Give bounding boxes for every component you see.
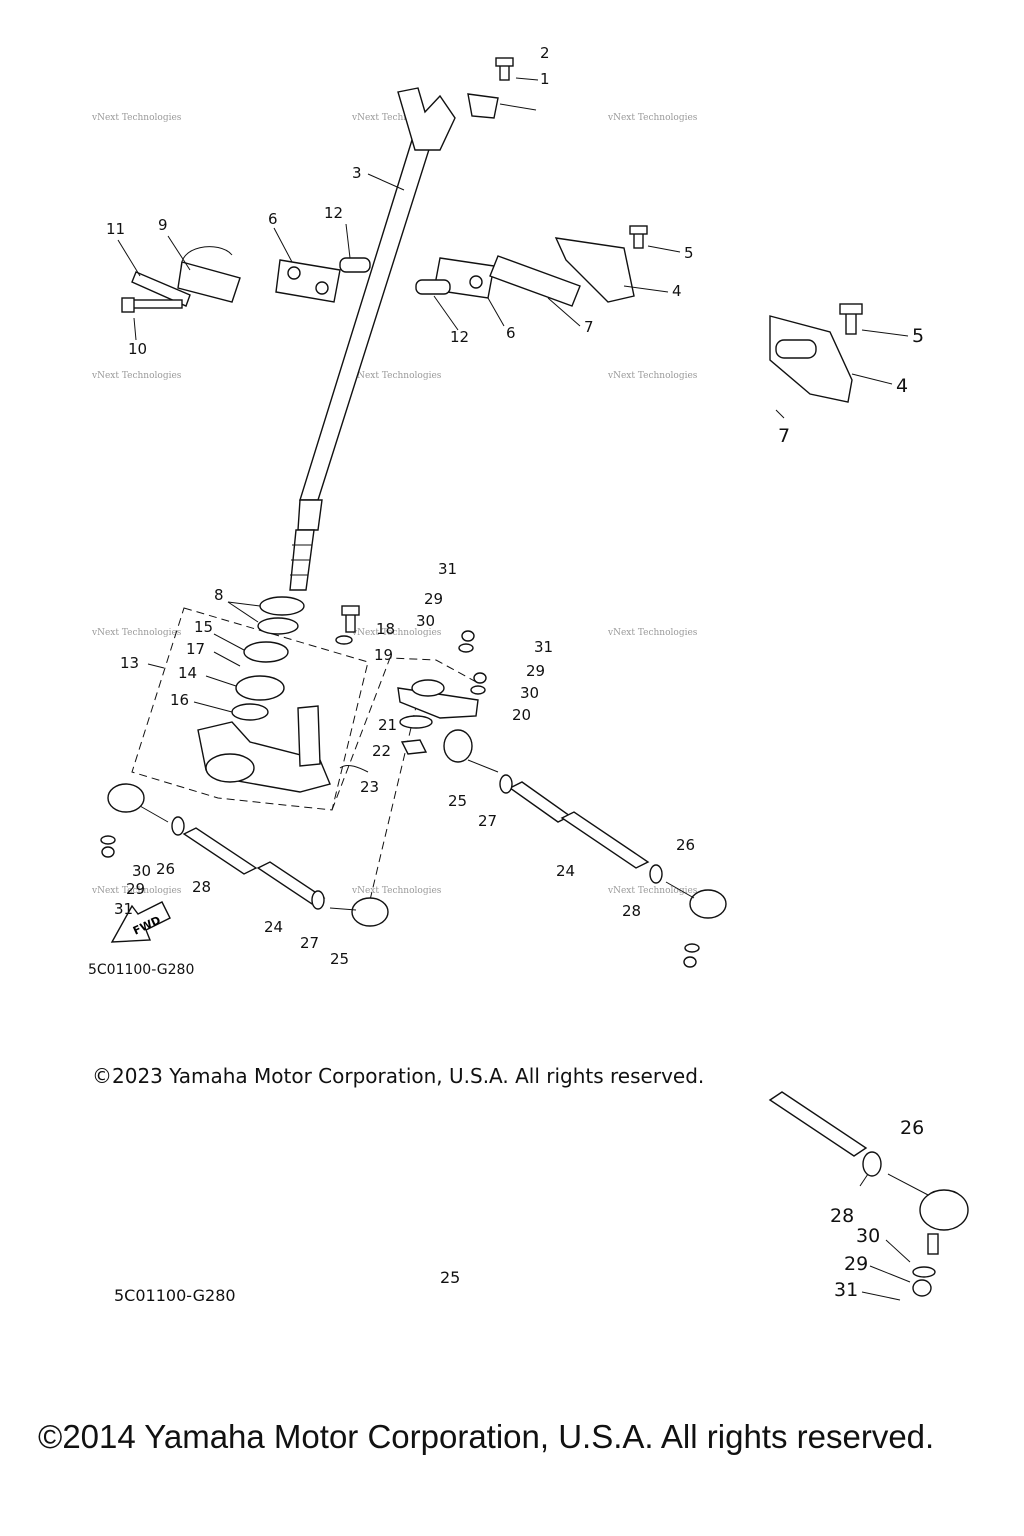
tie-rods (100, 630, 727, 968)
part-label: 2 (540, 44, 550, 62)
part-label: 7 (584, 318, 594, 336)
part-label: 15 (194, 618, 213, 636)
part-label: 4 (672, 282, 682, 300)
part-label: 11 (106, 220, 125, 238)
copyright-2014: ©2014 Yamaha Motor Corporation, U.S.A. A… (38, 1418, 935, 1455)
watermark: vNext Technologies (351, 113, 442, 123)
part-label: 5 (684, 244, 694, 262)
part-label: 6 (506, 324, 516, 342)
steering-shaft (289, 57, 514, 591)
part-label: 6 (268, 210, 278, 228)
part-label: 28 (622, 902, 641, 920)
watermark: vNext Technologies (607, 113, 698, 123)
inset-label: 29 (844, 1253, 868, 1275)
inset-labels: 5 4 7 26 28 30 29 31 (778, 325, 924, 1301)
part-label: 27 (300, 934, 319, 952)
part-label: 19 (374, 646, 393, 664)
part-label: 8 (214, 586, 224, 604)
watermark: vNext Technologies (351, 371, 442, 381)
part-label: 3 (352, 164, 362, 182)
part-label: 10 (128, 340, 147, 358)
inset-label: 30 (856, 1225, 880, 1247)
part-label: 27 (478, 812, 497, 830)
inset-label: 5 (912, 325, 924, 347)
part-label: 1 (540, 70, 550, 88)
part-label: 28 (192, 878, 211, 896)
left-upper-holder (121, 246, 371, 313)
inset-label: 31 (834, 1279, 858, 1301)
part-label: 13 (120, 654, 139, 672)
part-label: 31 (114, 900, 133, 918)
part-label: 12 (450, 328, 469, 346)
part-label: 23 (360, 778, 379, 796)
part-label: 9 (158, 216, 168, 234)
part-label: 25 (330, 950, 349, 968)
part-label: 20 (512, 706, 531, 724)
part-label: 25 (448, 792, 467, 810)
watermark: vNext Technologies (91, 113, 182, 123)
watermark: vNext Technologies (607, 886, 698, 896)
part-label: 14 (178, 664, 197, 682)
part-label: 16 (170, 691, 189, 709)
page-number-fragment: 25 (440, 1268, 461, 1287)
part-label: 30 (132, 862, 151, 880)
inset-label: 26 (900, 1117, 924, 1139)
inset-label: 4 (896, 375, 908, 397)
inset-top-bracket (769, 303, 863, 403)
part-label: 18 (376, 620, 395, 638)
watermark: vNext Technologies (91, 371, 182, 381)
part-labels: 1 2 3 4 5 6 6 7 8 9 10 11 12 12 13 14 15… (106, 44, 695, 968)
part-label: 30 (416, 612, 435, 630)
diagram-code: 5C01100-G280 (88, 962, 195, 978)
pitman-arm (335, 605, 479, 773)
part-label: 29 (126, 880, 145, 898)
part-label: 31 (534, 638, 553, 656)
watermark: vNext Technologies (607, 371, 698, 381)
part-label: 17 (186, 640, 205, 658)
part-label: 26 (676, 836, 695, 854)
watermark: vNext Technologies (351, 886, 442, 896)
copyright-2023: ©2023 Yamaha Motor Corporation, U.S.A. A… (92, 1064, 705, 1088)
watermark: vNext Technologies (91, 628, 182, 638)
inset-label: 28 (830, 1205, 854, 1227)
right-upper-holder (415, 225, 648, 307)
part-label: 21 (378, 716, 397, 734)
part-label: 30 (520, 684, 539, 702)
diagram-code-inset: 5C01100-G280 (114, 1286, 236, 1305)
leader-lines (117, 77, 909, 713)
watermark: vNext Technologies (351, 628, 442, 638)
part-label: 31 (438, 560, 457, 578)
watermark: vNext Technologies (607, 628, 698, 638)
part-label: 12 (324, 204, 343, 222)
part-label: 29 (526, 662, 545, 680)
part-label: 26 (156, 860, 175, 878)
part-label: 29 (424, 590, 443, 608)
inset-bottom-tierod (768, 1091, 969, 1297)
part-label: 24 (556, 862, 575, 880)
part-label: 24 (264, 918, 283, 936)
knuckle-group (131, 596, 481, 901)
watermarks: vNext Technologies vNext Technologies vN… (91, 113, 698, 896)
inset-label: 7 (778, 425, 790, 447)
watermark: vNext Technologies (91, 886, 182, 896)
part-label: 22 (372, 742, 391, 760)
